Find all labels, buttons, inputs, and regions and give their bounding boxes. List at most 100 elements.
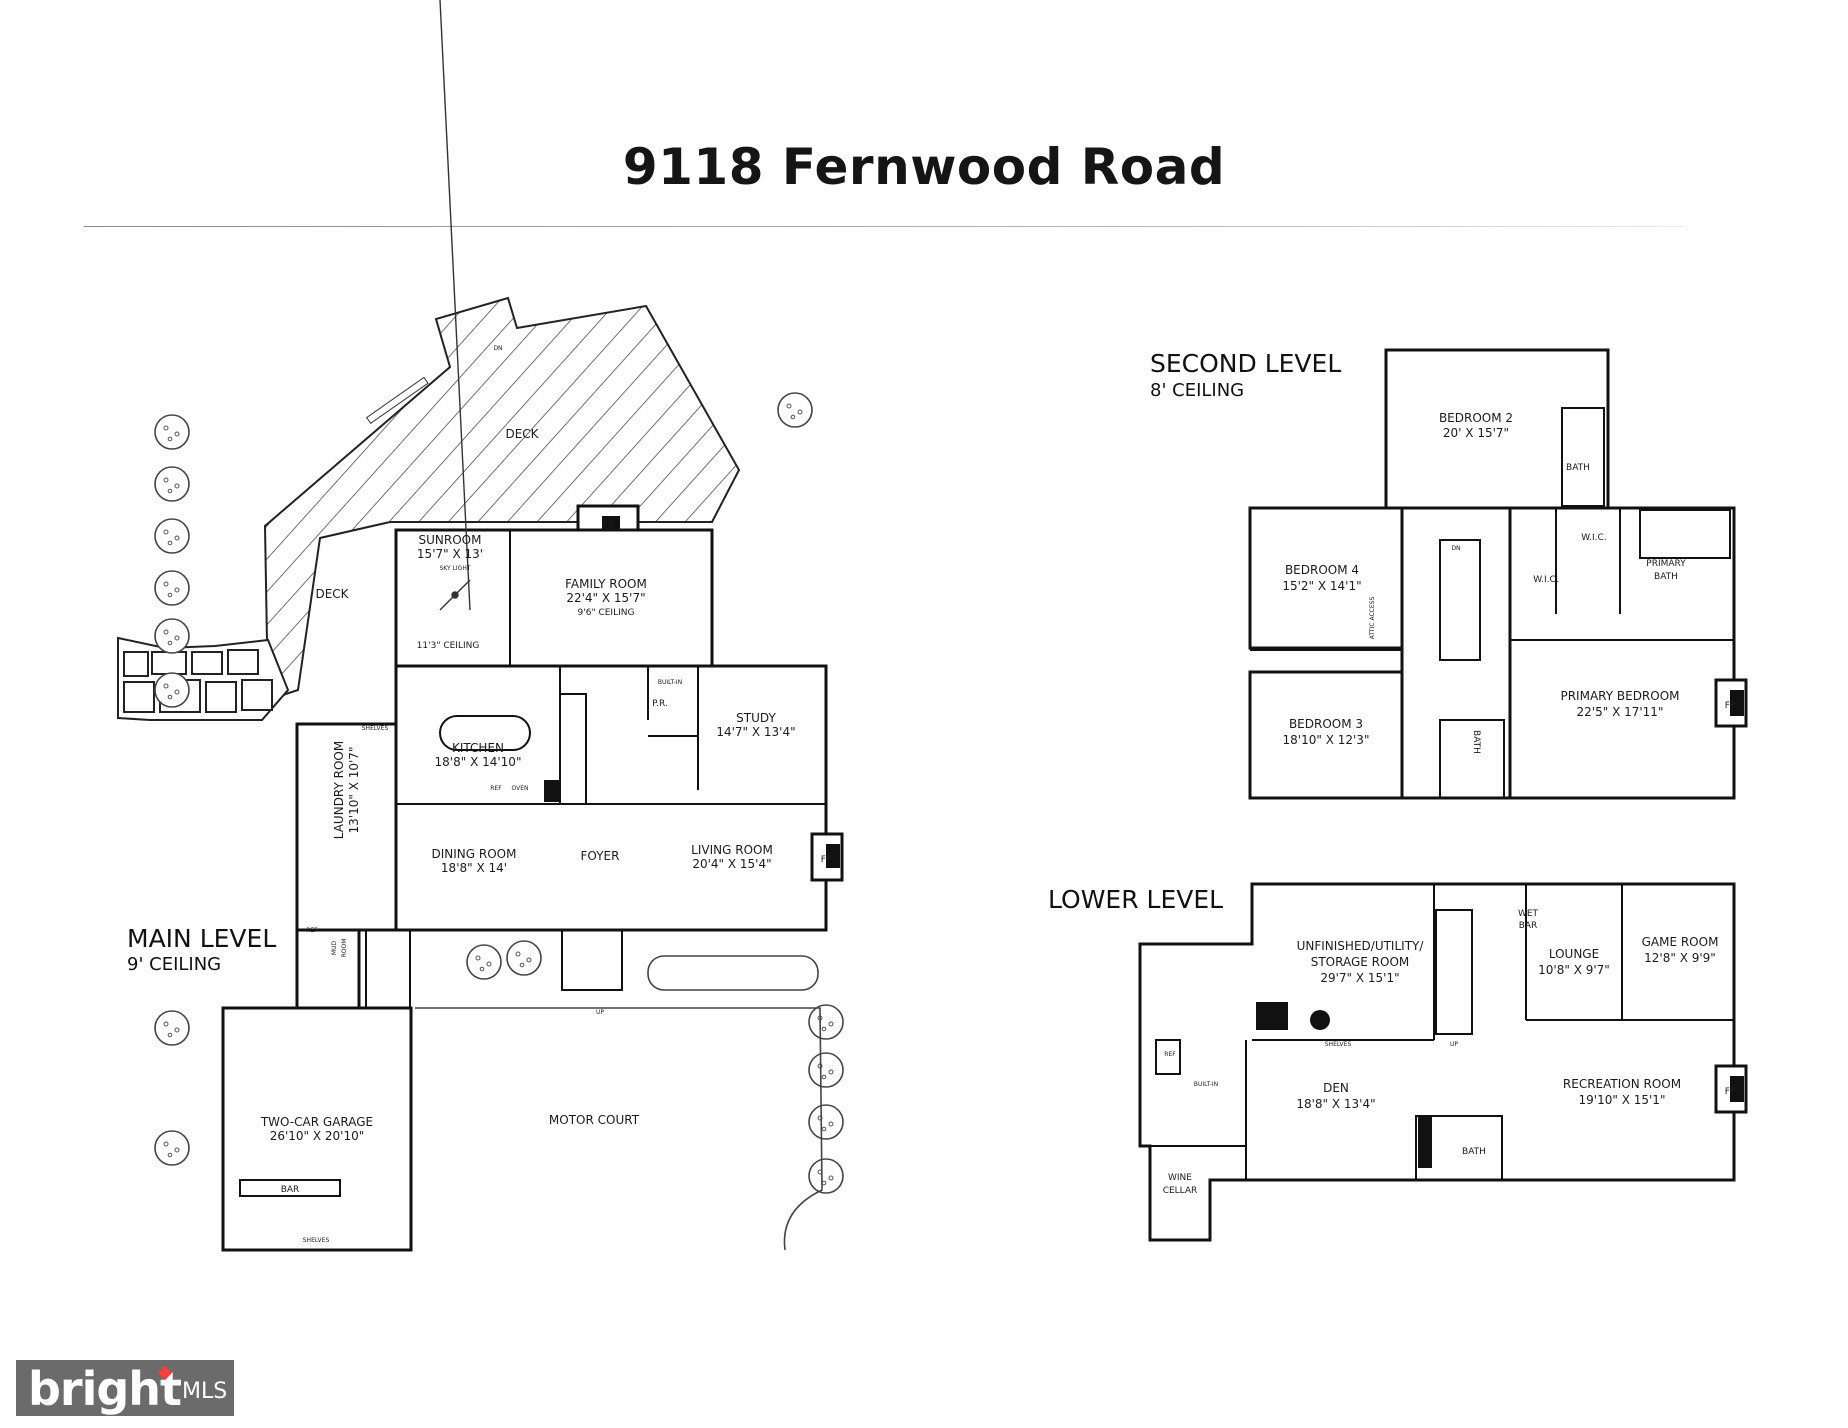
dining-room-dim: 18'8" X 14' <box>441 861 507 875</box>
family-room-label: FAMILY ROOM <box>565 577 647 591</box>
den-label: DEN <box>1323 1081 1349 1095</box>
mud-ref-label: REF <box>306 927 318 934</box>
mud-room <box>295 928 361 1010</box>
primary-bath-label: PRIMARY <box>1646 559 1686 569</box>
study-dim: 14'7" X 13'4" <box>716 725 795 739</box>
family-room-dim: 22'4" X 15'7" <box>566 591 645 605</box>
lower-ref-label: REF <box>1164 1051 1176 1058</box>
main-house-block <box>394 664 828 932</box>
second-level: BEDROOM 2 20' X 15'7" BATH BEDROOM 4 15'… <box>1150 348 1748 800</box>
storage-label-2: STORAGE ROOM <box>1311 955 1410 969</box>
laundry-room-label: LAUNDRY ROOM <box>332 741 346 839</box>
fp-label-living: FP <box>821 855 832 865</box>
bedroom-4-dim: 15'2" X 14'1" <box>1282 579 1361 593</box>
ref-label: REF <box>490 785 502 792</box>
kitchen-label: KITCHEN <box>452 741 504 755</box>
garage-bar <box>239 1179 341 1197</box>
deck-label-2: DECK <box>315 587 349 601</box>
skylight-fan-icon <box>439 0 471 611</box>
main-level: DECK DECK SUNROOM 15'7" X 13' 11'3" CEIL… <box>117 0 844 1252</box>
deck-label: DECK <box>505 427 539 441</box>
bedroom-3-label: BEDROOM 3 <box>1289 717 1363 731</box>
game-room-dim: 12'8" X 9'9" <box>1644 951 1716 965</box>
kitchen-island <box>439 715 531 751</box>
hall-bath-label: BATH <box>1471 730 1481 754</box>
lower-level: UNFINISHED/UTILITY/ STORAGE ROOM 29'7" X… <box>1048 882 1748 1242</box>
title-divider <box>84 226 1684 227</box>
wet-bar-label: WET <box>1518 909 1539 919</box>
shelves-label: SHELVES <box>362 725 389 732</box>
main-level-ceiling: 9' CEILING <box>127 954 221 975</box>
bedroom-3-dim: 18'10" X 12'3" <box>1283 733 1370 747</box>
stone-patio <box>117 636 290 721</box>
lower-bath-label: BATH <box>1462 1147 1486 1157</box>
lower-builtin-label: BUILT-IN <box>1194 1081 1218 1088</box>
motor-court-label: MOTOR COURT <box>549 1113 640 1127</box>
living-room-dim: 20'4" X 15'4" <box>692 857 771 871</box>
dining-room-label: DINING ROOM <box>432 847 517 861</box>
builtin-label: BUILT-IN <box>658 679 682 686</box>
bright-mls-logo: bright MLS <box>16 1360 234 1416</box>
bedroom-4-label: BEDROOM 4 <box>1285 563 1359 577</box>
hedge-row <box>647 955 819 991</box>
rec-fp-label: FP <box>1725 1087 1736 1097</box>
primary-fp-label: FP <box>1725 701 1736 711</box>
sunroom-dim: 15'7" X 13' <box>417 547 483 561</box>
fp-label: FP <box>603 520 614 530</box>
kitchen-dim: 18'8" X 14'10" <box>435 755 522 769</box>
foyer-label: FOYER <box>581 849 620 863</box>
oven-label: OVEN <box>511 785 528 792</box>
page-title: 9118 Fernwood Road <box>622 138 1226 196</box>
bar-label: BAR <box>281 1185 300 1195</box>
lounge-dim: 10'8" X 9'7" <box>1538 963 1610 977</box>
game-room-label: GAME ROOM <box>1642 935 1719 949</box>
garage-shelves-label: SHELVES <box>303 1237 330 1244</box>
lower-shelves-label: SHELVES <box>1325 1041 1352 1048</box>
mud-room-label-2: ROOM <box>341 939 348 958</box>
deck-bench <box>365 376 429 425</box>
den-dim: 18'8" X 13'4" <box>1296 1097 1375 1111</box>
lounge-label: LOUNGE <box>1549 947 1599 961</box>
recreation-room-dim: 19'10" X 15'1" <box>1579 1093 1666 1107</box>
bedroom-4-outline <box>1248 506 1404 650</box>
wic-label: W.I.C. <box>1581 533 1606 543</box>
main-level-title: MAIN LEVEL <box>127 924 276 953</box>
primary-outline <box>1508 506 1736 800</box>
second-level-title: SECOND LEVEL <box>1150 349 1341 378</box>
storage-label: UNFINISHED/UTILITY/ <box>1297 939 1425 953</box>
skylight-label: SKY LIGHT <box>439 565 470 572</box>
bath-label: BATH <box>1566 463 1590 473</box>
attic-access-label: ATTIC ACCESS <box>1369 597 1376 640</box>
mud-room-label: MUD <box>331 941 338 956</box>
sunroom-label: SUNROOM <box>419 533 482 547</box>
water-heater <box>1256 1002 1288 1030</box>
bedroom-2-label: BEDROOM 2 <box>1439 411 1513 425</box>
living-room-label: LIVING ROOM <box>691 843 773 857</box>
primary-bedroom-dim: 22'5" X 17'11" <box>1577 705 1664 719</box>
sunroom-ceiling: 11'3" CEILING <box>417 641 480 651</box>
logo-mls-text: MLS <box>182 1379 228 1404</box>
deck-area <box>263 296 741 702</box>
logo-brand-text: bright <box>28 1362 182 1416</box>
lower-up-label: UP <box>1450 1041 1458 1048</box>
lower-level-title: LOWER LEVEL <box>1048 885 1223 914</box>
wine-label: WINE <box>1168 1173 1192 1183</box>
pr-label: P.R. <box>652 699 668 709</box>
motor-court-edge <box>415 1007 823 1251</box>
cellar-label: CELLAR <box>1163 1186 1198 1196</box>
primary-bedroom-label: PRIMARY BEDROOM <box>1560 689 1679 703</box>
recreation-room-label: RECREATION ROOM <box>1563 1077 1681 1091</box>
dn-label: DN <box>493 345 502 352</box>
primary-bath-label-2: BATH <box>1654 572 1678 582</box>
study-label: STUDY <box>736 711 776 725</box>
wet-bar-label-2: BAR <box>1519 921 1538 931</box>
garage-dim: 26'10" X 20'10" <box>270 1129 365 1143</box>
furnace <box>1310 1010 1330 1030</box>
storage-dim: 29'7" X 15'1" <box>1320 971 1399 985</box>
bedroom-2-dim: 20' X 15'7" <box>1443 426 1509 440</box>
garage-outline <box>221 1006 413 1252</box>
stair-dn-label: DN <box>1451 545 1460 552</box>
garage-label: TWO-CAR GARAGE <box>260 1115 373 1129</box>
second-level-ceiling: 8' CEILING <box>1150 380 1244 401</box>
